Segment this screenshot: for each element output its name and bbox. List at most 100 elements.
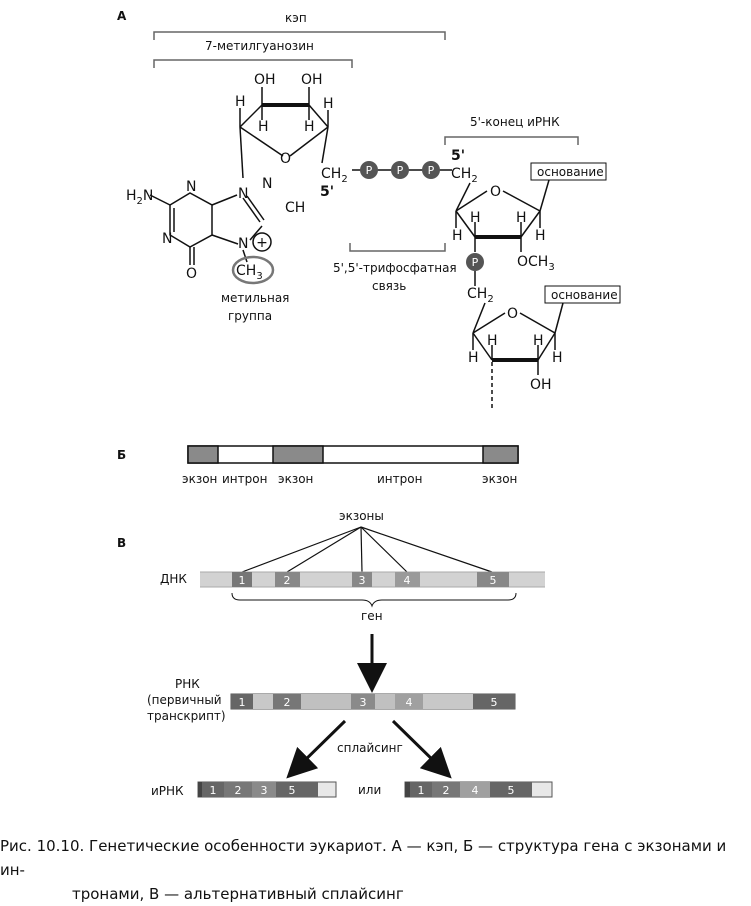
mrna-label: иРНК: [151, 784, 184, 798]
phosphate-3-label: P: [428, 164, 435, 177]
atom-h-4: H: [323, 96, 334, 112]
rna-intron-3: [375, 694, 395, 709]
plus-charge: +: [256, 235, 268, 251]
dna-exon-1: [232, 572, 252, 587]
mrna-v1-num-1: 1: [210, 784, 217, 797]
mrna-end-bracket: [444, 136, 579, 145]
dna-exon-1-num: 1: [239, 574, 246, 587]
dna-exon-2-num: 2: [284, 574, 291, 587]
figure: А кэп 7-метилгуанозин OH OH H H H H: [117, 9, 621, 798]
phosphate-2-label: P: [397, 164, 404, 177]
atom-h-6: H: [470, 210, 481, 226]
atom-n-float: N: [262, 176, 272, 192]
dna-exon-3: [352, 572, 372, 587]
phosphate-1-label: P: [366, 164, 373, 177]
atom-o-ring-2: O: [490, 184, 501, 200]
atom-h-1: H: [235, 94, 246, 110]
rna-intron-1: [253, 694, 273, 709]
triphosphate-label-2: связь: [372, 279, 406, 293]
gene-label-exon-3: экзон: [482, 472, 517, 486]
atom-n-base-1: N: [186, 179, 196, 195]
plus-charge-circle: [252, 232, 272, 252]
exon-block-2: [272, 445, 324, 464]
mrna-v2-num-1: 1: [418, 784, 425, 797]
guanosine-bracket: [153, 59, 353, 68]
panel-c-letter: В: [117, 536, 126, 550]
phosphate-2: [391, 161, 409, 179]
rna-exon-2-num: 2: [284, 696, 291, 709]
caption-line-1: Рис. 10.10. Генетические особенности эук…: [0, 837, 727, 879]
splicing-label: сплайсинг: [337, 741, 403, 755]
rna-exon-1-num: 1: [239, 696, 246, 709]
guanosine-label: 7-метилгуанозин: [205, 39, 314, 53]
gene-label-exon-2: экзон: [278, 472, 313, 486]
panel-a-letter: А: [117, 9, 127, 23]
cap-label: кэп: [285, 11, 307, 25]
mrna-v2-num-3: 4: [472, 784, 479, 797]
rna-intron-4: [423, 694, 473, 709]
guanosine-ribose: OH OH H H H H O CH2 5': [235, 72, 348, 200]
panel-c: В экзоны ДНК 1 2 3 4 5 ген РНК (первичны…: [117, 509, 553, 798]
dna-exon-2: [275, 572, 300, 587]
triphosphate-chain: P P P 5',5'-трифосфатная связь: [333, 161, 457, 293]
mrna-v1-exon-2: [224, 782, 252, 797]
atom-o-ring-3: O: [507, 306, 518, 322]
atom-oh-1: OH: [254, 72, 276, 88]
rna-exon-3-num: 3: [360, 696, 367, 709]
panel-b-letter: Б: [117, 448, 126, 462]
mrna-v1-num-3: 3: [261, 784, 268, 797]
exon-block-3: [482, 445, 519, 464]
base-box-1: [530, 162, 607, 181]
atom-oh-3: OH: [530, 377, 552, 393]
caption-line-2: тронами, В — альтернативный сплайсинг: [72, 885, 404, 903]
atom-n9: N: [238, 186, 248, 202]
phosphate-3: [422, 161, 440, 179]
mrna-v2-exon-5: [490, 782, 532, 797]
exon-pointer-lines: [241, 526, 493, 573]
rna-exon-4-num: 4: [406, 696, 413, 709]
rna-exon-2: [273, 694, 301, 709]
mrna-five-prime-end: 5'-конец иРНК 5' CH2 O H H H H OCH3 осно…: [444, 115, 621, 410]
phosphate-4-label: P: [472, 256, 479, 269]
mrna-v2-num-4: 5: [508, 784, 515, 797]
gene-outline: [187, 445, 519, 464]
five-prime-2: 5': [451, 148, 465, 164]
atom-h-12: H: [552, 350, 563, 366]
rna-label-2: (первичный: [147, 693, 222, 707]
gene-label-intron-2: интрон: [377, 472, 422, 486]
mrna-v1-exon-5: [276, 782, 318, 797]
splice-arrow-right: [391, 719, 452, 779]
splice-arrow-left: [286, 719, 347, 779]
rna-intron-2: [301, 694, 351, 709]
methyl-label-2: группа: [228, 309, 272, 323]
rna-exon-1: [231, 694, 253, 709]
dna-exon-5-num: 5: [490, 574, 497, 587]
atom-n-base-2: N: [162, 231, 172, 247]
atom-ch-float: CH: [285, 200, 305, 216]
gene-label: ген: [361, 609, 383, 623]
rna-exon-4: [395, 694, 423, 709]
rna-label-1: РНК: [175, 677, 200, 691]
atom-h-7: H: [516, 210, 527, 226]
gene-brace: [231, 592, 517, 608]
mrna-v2-num-2: 2: [443, 784, 450, 797]
atom-h-10: H: [487, 333, 498, 349]
mrna-v1-exon-3: [252, 782, 276, 797]
base-label-2: основание: [551, 288, 618, 302]
dna-exon-4-num: 4: [404, 574, 411, 587]
mrna-v2-cap: [405, 782, 410, 797]
triphosphate-bracket: [349, 243, 446, 252]
rna-exon-5-num: 5: [491, 696, 498, 709]
rna-exon-3: [351, 694, 375, 709]
atom-h-2: H: [258, 119, 269, 135]
panel-a: А кэп 7-метилгуанозин OH OH H H H H: [117, 9, 621, 410]
atom-h-9: H: [468, 350, 479, 366]
figure-caption: Рис. 10.10. Генетические особенности эук…: [0, 834, 751, 906]
atom-n7: N: [238, 236, 248, 252]
mrna-v1-num-2: 2: [235, 784, 242, 797]
methyl-label-1: метильная: [221, 291, 289, 305]
mrna-v1-exon-1: [202, 782, 224, 797]
panel-b: Б экзон интрон экзон интрон экзон: [117, 445, 519, 486]
mrna-v1-num-4: 5: [289, 784, 296, 797]
cap-bracket: [153, 31, 446, 40]
